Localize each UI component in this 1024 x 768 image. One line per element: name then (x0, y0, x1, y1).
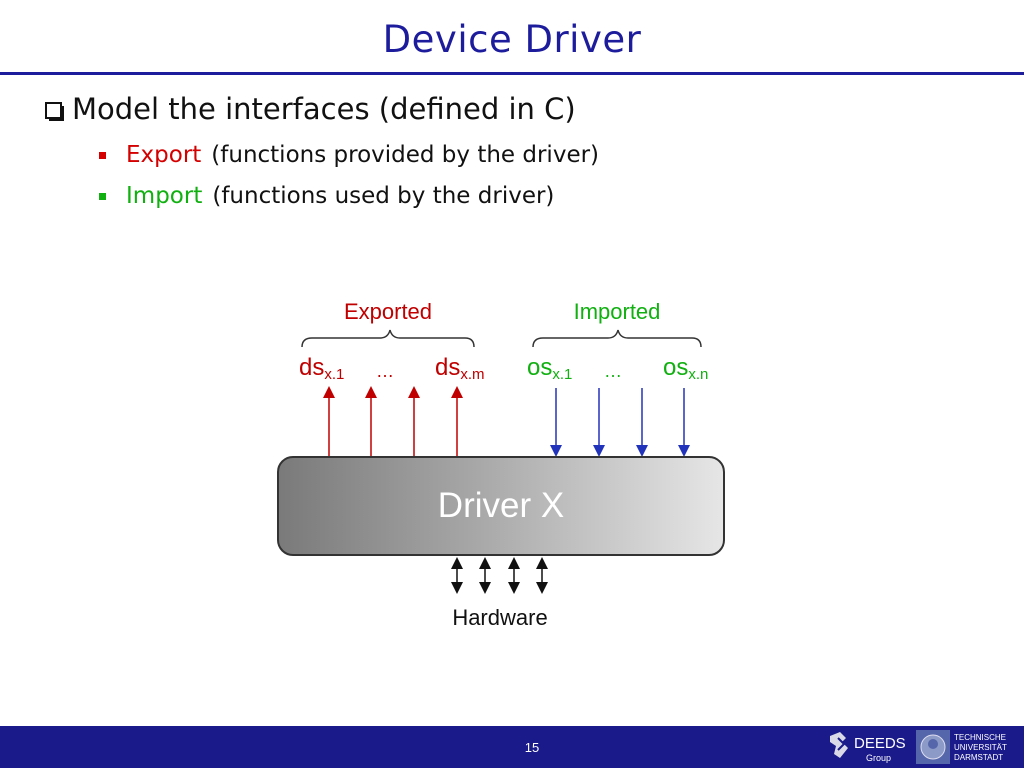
export-keyword: Export (126, 142, 202, 168)
sub-bullet-export: Export (functions provided by the driver… (99, 142, 599, 168)
ds-ellipsis: … (376, 361, 394, 381)
title-divider (0, 72, 1024, 75)
main-bullet-text: Model the interfaces (defined in C) (72, 92, 576, 126)
deeds-logo-subtext: Group (866, 753, 891, 763)
main-bullet: Model the interfaces (defined in C) (45, 92, 576, 126)
driver-label: Driver X (437, 486, 565, 525)
tud-logo-line-3: DARMSTADT (954, 753, 1003, 762)
square-bullet-icon (99, 192, 106, 200)
tud-logo-line-1: TECHNISCHE (954, 733, 1006, 742)
exported-label: Exported (343, 299, 433, 324)
deeds-logo-text: DEEDS (854, 735, 906, 752)
sub-bullet-import: Import (functions used by the driver) (99, 183, 554, 209)
tud-logo-line-2: UNIVERSITÄT (954, 743, 1007, 752)
os-ellipsis: … (604, 361, 622, 381)
imported-arrows (550, 388, 690, 457)
hardware-label: Hardware (452, 605, 548, 630)
deeds-group-logo: DEEDS Group (826, 728, 908, 766)
os-last-symbol: osx.n (663, 354, 709, 383)
hardware-arrows (451, 557, 548, 594)
slide-title: Device Driver (382, 18, 642, 61)
import-keyword: Import (126, 183, 203, 209)
imported-label: Imported (573, 299, 661, 324)
square-bullet-icon (99, 151, 106, 159)
ds-last-symbol: dsx.m (435, 354, 485, 383)
page-number: 15 (524, 740, 540, 755)
exported-brace (301, 329, 475, 348)
tu-darmstadt-logo: TECHNISCHE UNIVERSITÄT DARMSTADT (912, 728, 1020, 766)
export-description: (functions provided by the driver) (211, 142, 600, 168)
exported-arrows (323, 386, 463, 456)
ds-first-symbol: dsx.1 (299, 354, 345, 383)
os-first-symbol: osx.1 (527, 354, 573, 383)
driver-box: Driver X (277, 456, 725, 556)
checkbox-bullet-icon (45, 101, 64, 121)
imported-brace (532, 329, 702, 348)
import-description: (functions used by the driver) (212, 183, 555, 209)
